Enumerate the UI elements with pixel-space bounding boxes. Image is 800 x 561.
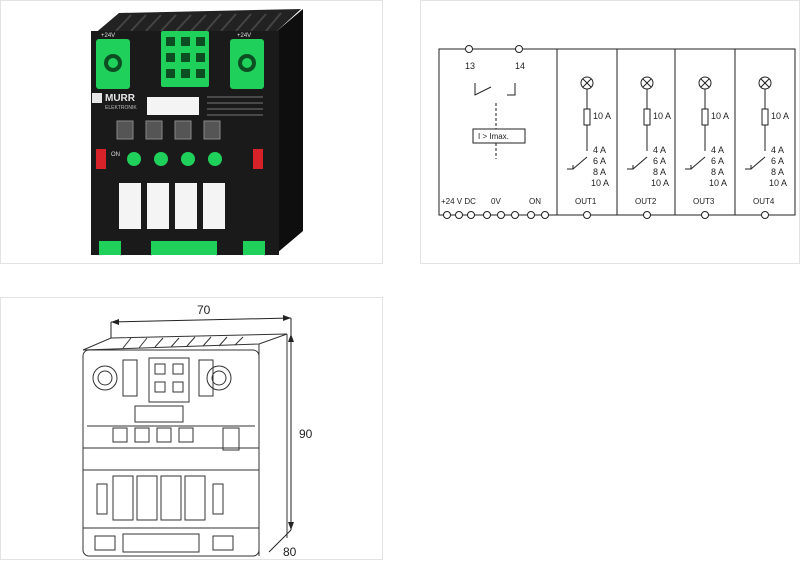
label-plus24-right: +24V xyxy=(237,33,251,39)
fuse-icon xyxy=(145,120,163,140)
height-label: 90 xyxy=(299,427,313,441)
fuse-rating: 10 A xyxy=(653,111,671,121)
contact-14-label: 14 xyxy=(515,61,525,71)
brand-logo-mark xyxy=(92,93,102,103)
circuit-diagram: 13 14 I > Imax. +24 V DC 0V ON 10 A 4 xyxy=(438,45,796,219)
width-dimension-line xyxy=(110,317,292,323)
channel-1: 10 A 4 A 6 A 8 A 10 A OUT1 xyxy=(567,76,611,219)
rating-4: 10 A xyxy=(709,178,727,188)
label-on: ON xyxy=(111,152,120,158)
rating-2: 6 A xyxy=(653,156,666,166)
switch-symbol xyxy=(627,165,634,170)
label-slot xyxy=(203,183,225,229)
rating-2: 6 A xyxy=(771,156,784,166)
supply-label: +24 V DC xyxy=(441,197,476,206)
fuse-rating: 10 A xyxy=(711,111,729,121)
on-label: ON xyxy=(529,197,541,206)
label-plate xyxy=(147,97,199,115)
fuse-symbol xyxy=(701,108,709,126)
channel-button[interactable] xyxy=(154,152,168,166)
depth-label: 80 xyxy=(283,545,297,559)
fuse-icon-row xyxy=(116,120,221,140)
device-outline xyxy=(82,333,288,557)
label-slot xyxy=(147,183,169,229)
fuse-symbol xyxy=(583,108,591,126)
product-photo: +24V +24V MURR ELEKTRONIK ON xyxy=(91,9,303,255)
width-label: 70 xyxy=(197,303,211,317)
rating-1: 4 A xyxy=(771,145,784,155)
red-button-left[interactable] xyxy=(96,149,106,169)
rating-3: 8 A xyxy=(653,167,666,177)
limit-label: I > Imax. xyxy=(478,132,509,141)
terminal-14 xyxy=(515,45,523,53)
channel-button-row xyxy=(127,152,222,166)
fuse-symbol xyxy=(761,108,769,126)
zero-label: 0V xyxy=(491,197,501,206)
out-terminal xyxy=(583,211,591,219)
rating-2: 6 A xyxy=(593,156,606,166)
fuse-icon xyxy=(203,120,221,140)
label-slot xyxy=(175,183,197,229)
circuit-diagram-panel: 13 14 I > Imax. +24 V DC 0V ON 10 A 4 xyxy=(420,0,800,264)
relay-contact xyxy=(474,83,492,96)
rating-3: 8 A xyxy=(593,167,606,177)
rating-4: 10 A xyxy=(651,178,669,188)
switch-symbol xyxy=(685,165,692,170)
out-label: OUT4 xyxy=(753,197,775,206)
brand-subtitle: ELEKTRONIK xyxy=(105,105,137,111)
rating-2: 6 A xyxy=(711,156,724,166)
terminal-bottom-left xyxy=(99,241,121,255)
fuse-rating: 10 A xyxy=(771,111,789,121)
terminal-bottom-center xyxy=(151,241,217,255)
channel-3: 10 A 4 A 6 A 8 A 10 A OUT3 xyxy=(685,76,729,219)
fuse-rating: 10 A xyxy=(593,111,611,121)
label-slot xyxy=(119,183,141,229)
label-plus24-left: +24V xyxy=(101,33,115,39)
rating-1: 4 A xyxy=(593,145,606,155)
switch-symbol xyxy=(567,165,574,170)
fuse-icon xyxy=(174,120,192,140)
out-terminal xyxy=(701,211,709,219)
channel-4: 10 A 4 A 6 A 8 A 10 A OUT4 xyxy=(745,76,789,219)
out-terminal xyxy=(761,211,769,219)
switch-symbol xyxy=(745,165,752,170)
terminal-13 xyxy=(465,45,473,53)
channel-button[interactable] xyxy=(127,152,141,166)
out-terminal xyxy=(643,211,651,219)
dimension-drawing: 70 90 80 xyxy=(82,303,313,559)
rating-1: 4 A xyxy=(653,145,666,155)
fuse-symbol xyxy=(643,108,651,126)
out-label: OUT2 xyxy=(635,197,657,206)
rating-3: 8 A xyxy=(711,167,724,177)
rating-4: 10 A xyxy=(769,178,787,188)
out-label: OUT1 xyxy=(575,197,597,206)
label-slot-row xyxy=(119,183,225,229)
channel-2: 10 A 4 A 6 A 8 A 10 A OUT2 xyxy=(627,76,671,219)
rating-1: 4 A xyxy=(711,145,724,155)
contact-13-label: 13 xyxy=(465,61,475,71)
rating-3: 8 A xyxy=(771,167,784,177)
terminal-bottom-right xyxy=(243,241,265,255)
dimension-drawing-panel: 70 90 80 xyxy=(0,297,383,560)
product-photo-panel: +24V +24V MURR ELEKTRONIK ON xyxy=(0,0,383,264)
rating-4: 10 A xyxy=(591,178,609,188)
brand-name: MURR xyxy=(105,93,136,104)
limit-box xyxy=(472,128,526,144)
channel-button[interactable] xyxy=(208,152,222,166)
red-button-right[interactable] xyxy=(253,149,263,169)
out-label: OUT3 xyxy=(693,197,715,206)
fuse-icon xyxy=(116,120,134,140)
channel-button[interactable] xyxy=(181,152,195,166)
